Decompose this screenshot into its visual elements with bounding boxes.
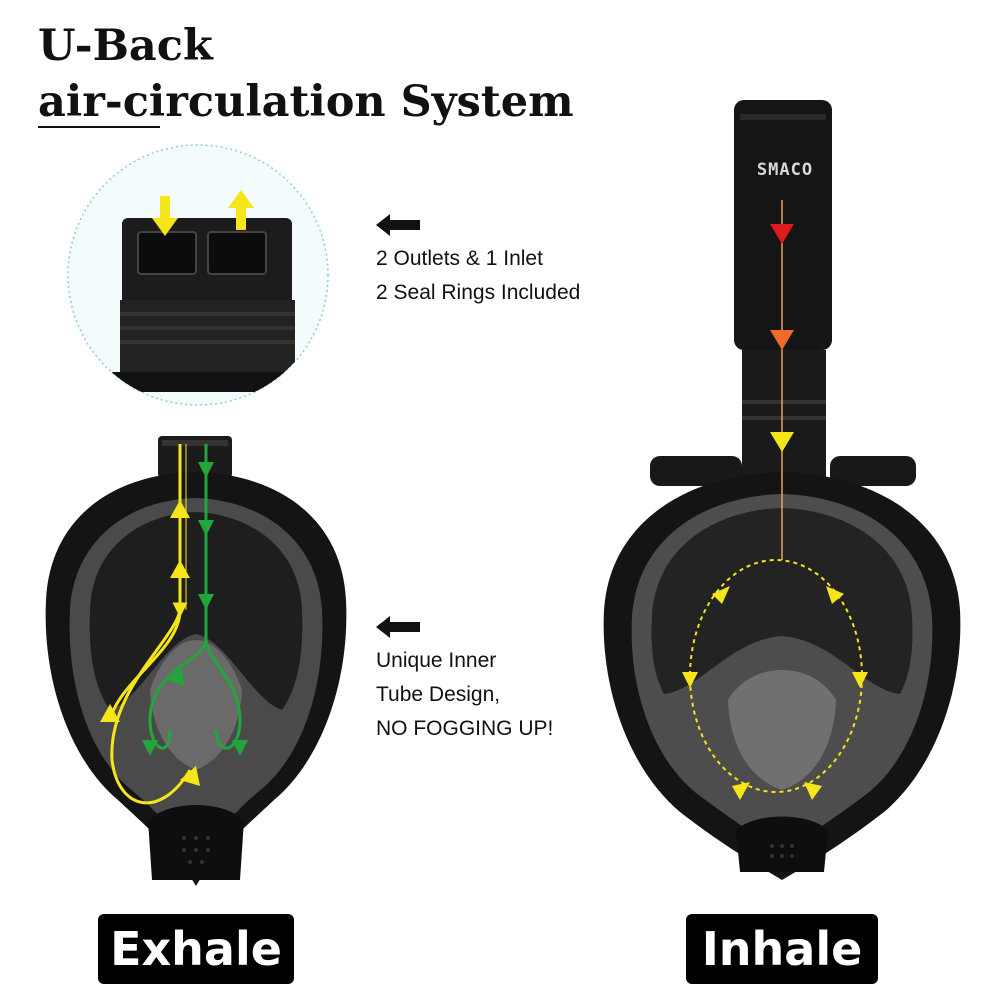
intake-orange-arrow-icon bbox=[770, 330, 794, 350]
callout-valves-line-2: 2 Seal Rings Included bbox=[376, 281, 581, 304]
inhale-flow-lines bbox=[682, 200, 868, 800]
left-arrow-icon bbox=[376, 214, 420, 236]
intake-yellow-arrow-icon bbox=[770, 432, 794, 452]
callout-valves-line-1: 2 Outlets & 1 Inlet bbox=[376, 247, 543, 270]
outlet-down-arrow-icon bbox=[152, 196, 178, 236]
outlet-up-arrow-icon bbox=[228, 190, 254, 230]
title-underline bbox=[38, 126, 160, 128]
inhale-mask bbox=[603, 100, 961, 880]
brand-logo: SMACO bbox=[756, 160, 814, 180]
exhale-flow-lines bbox=[100, 444, 248, 805]
valve-closeup bbox=[67, 144, 329, 406]
page-title: U-Back air-circulation System bbox=[38, 18, 574, 130]
intake-red-arrow-icon bbox=[770, 224, 794, 244]
title-line-2: air-circulation System bbox=[38, 77, 574, 127]
callout-tube-line-3: NO FOGGING UP! bbox=[376, 717, 554, 740]
callout-tube-line-2: Tube Design, bbox=[376, 683, 501, 706]
exhale-mask bbox=[45, 436, 347, 886]
callout-valves: 2 Outlets & 1 Inlet 2 Seal Rings Include… bbox=[376, 242, 580, 310]
left-arrow-icon bbox=[376, 616, 420, 638]
callout-tube-design: Unique Inner Tube Design, NO FOGGING UP! bbox=[376, 644, 553, 746]
inhale-label: Inhale bbox=[686, 914, 878, 984]
callout-tube-line-1: Unique Inner bbox=[376, 649, 497, 672]
exhale-label: Exhale bbox=[98, 914, 294, 984]
title-line-1: U-Back bbox=[38, 21, 213, 71]
